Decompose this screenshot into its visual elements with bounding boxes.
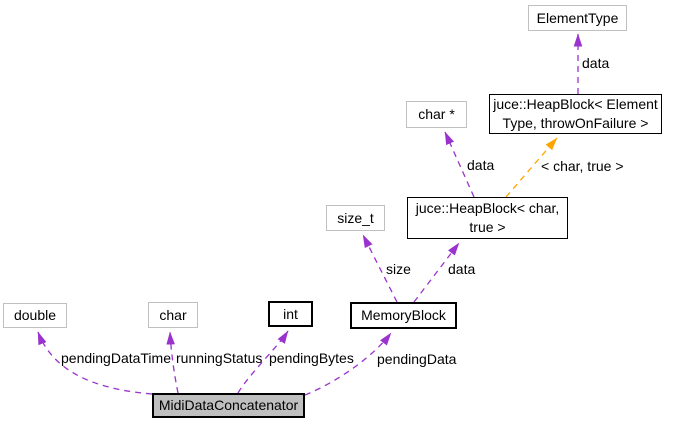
- node-mididataconcatenator-label: MidiDataConcatenator: [158, 397, 299, 413]
- node-memoryblock-label: MemoryBlock: [361, 307, 446, 323]
- node-char-pointer: char *: [406, 101, 467, 128]
- node-int-label: int: [283, 305, 298, 322]
- node-mididataconcatenator: MidiDataConcatenator: [152, 393, 305, 418]
- node-memoryblock[interactable]: MemoryBlock: [350, 302, 457, 329]
- node-juce-heapblock-char-true-label-line1: juce::HeapBlock< char,: [415, 200, 560, 216]
- edge-label-data-memoryblock: data: [448, 261, 476, 277]
- edge-heapblock-char-to-heapblock-element: [505, 137, 558, 198]
- node-char: char: [148, 302, 198, 328]
- node-char-label: char: [159, 306, 187, 323]
- node-juce-heapblock-elementtype-label-line2: Type, throwOnFailure >: [502, 115, 649, 131]
- node-element-type: ElementType: [528, 5, 627, 31]
- edge-label-size: size: [386, 261, 411, 277]
- node-size-t-label: size_t: [337, 209, 374, 226]
- edge-label-data-elementtype: data: [582, 55, 610, 71]
- edge-label-data-char-pointer: data: [467, 157, 495, 173]
- edge-label-pendingbytes: pendingBytes: [269, 350, 354, 366]
- node-double: double: [3, 303, 67, 328]
- edge-label-template-char-true: < char, true >: [541, 158, 624, 174]
- node-element-type-label: ElementType: [536, 9, 619, 26]
- node-juce-heapblock-elementtype-label-line1: juce::HeapBlock< Element: [493, 96, 658, 112]
- node-int[interactable]: int: [268, 301, 313, 327]
- node-juce-heapblock-char-true[interactable]: juce::HeapBlock< char, true >: [407, 197, 568, 239]
- edge-label-pendingdata: pendingData: [377, 351, 457, 367]
- node-juce-heapblock-char-true-label-line2: true >: [469, 219, 506, 235]
- edge-label-pendingdatatime: pendingDataTime: [61, 350, 171, 366]
- edge-midi-to-double: [37, 331, 153, 395]
- edge-midi-to-char: [166, 331, 179, 394]
- node-char-pointer-label: char *: [418, 106, 455, 122]
- node-juce-heapblock-elementtype[interactable]: juce::HeapBlock< Element Type, throwOnFa…: [489, 94, 662, 134]
- node-size-t: size_t: [326, 205, 385, 231]
- edge-heapblock-char-to-char-ptr: [444, 131, 475, 198]
- edge-label-runningstatus: runningStatus: [176, 350, 263, 366]
- edge-memory-block-to-heapblock-char: [413, 242, 460, 303]
- node-double-label: double: [13, 307, 57, 323]
- edge-memory-block-to-size-t: [362, 234, 398, 303]
